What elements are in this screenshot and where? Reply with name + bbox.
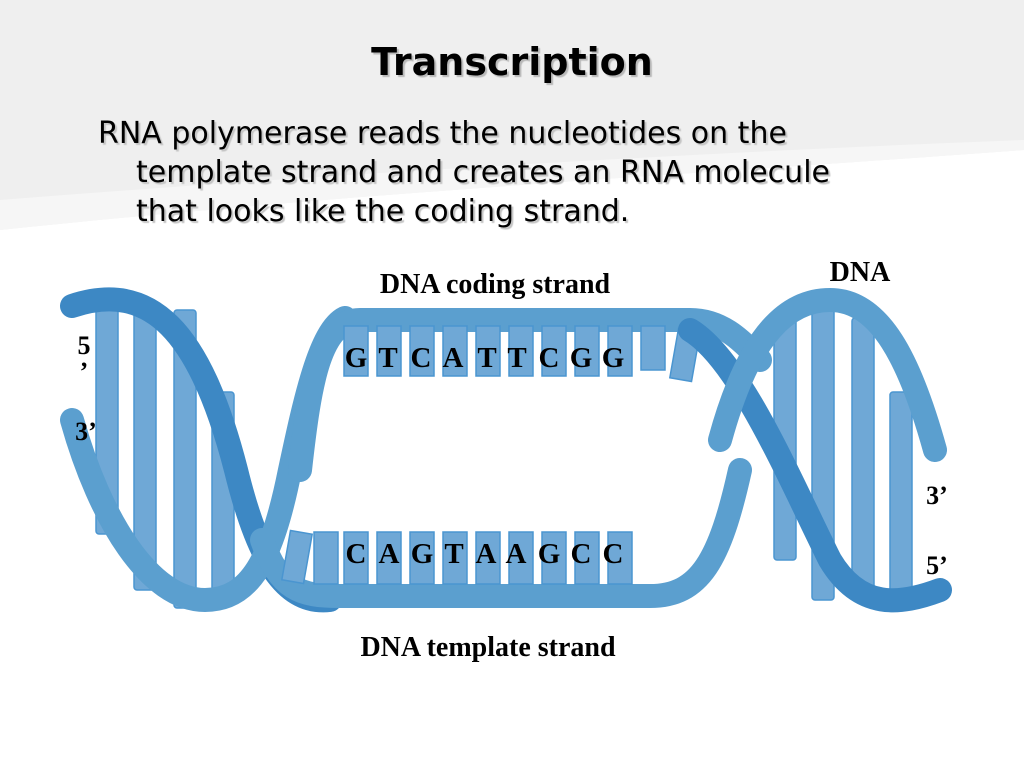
coding-base: T [477, 342, 496, 374]
template-base: A [476, 538, 497, 570]
template-bases-row: C A G T A A G C C [346, 538, 624, 570]
left-top-end-mark: ’ [80, 357, 89, 386]
coding-base: G [570, 342, 593, 374]
coding-base: G [602, 342, 625, 374]
left-bottom-end-label: 3’ [75, 417, 97, 446]
left-helix-rungs [95, 299, 235, 609]
slide-title: Transcription [371, 40, 653, 84]
coding-strand-bases [343, 325, 702, 383]
coding-base: C [411, 342, 432, 374]
template-base: A [379, 538, 400, 570]
slide-body: RNA polymerase reads the nucleotides on … [98, 114, 978, 231]
template-base: G [411, 538, 434, 570]
coding-strand-backbone [288, 308, 772, 482]
body-line-1: RNA polymerase reads the nucleotides on … [98, 116, 787, 151]
right-helix-front-strand [708, 287, 947, 462]
template-base: G [538, 538, 561, 570]
template-base: T [444, 538, 463, 570]
body-line-3: that looks like the coding strand. [136, 194, 630, 229]
template-strand-bases [280, 529, 633, 585]
coding-base: C [539, 342, 560, 374]
right-helix [678, 287, 952, 613]
body-line-2: template strand and creates an RNA molec… [136, 155, 830, 190]
template-base: C [346, 538, 367, 570]
right-bottom-end-label: 5’ [926, 551, 948, 580]
coding-strand-label: DNA coding strand [380, 269, 611, 300]
right-helix-back-strand [678, 318, 952, 613]
template-strand-label: DNA template strand [360, 632, 616, 663]
coding-base: A [443, 342, 464, 374]
right-top-end-label: 3’ [926, 481, 948, 510]
dna-label: DNA [830, 257, 891, 288]
coding-base: T [378, 342, 397, 374]
template-base: C [571, 538, 592, 570]
coding-base: T [507, 342, 526, 374]
left-top-end-label: 5 [78, 331, 91, 360]
coding-base: G [345, 342, 368, 374]
template-base: C [603, 538, 624, 570]
coding-bases-row: G T C A T T C G G [345, 342, 625, 374]
transcription-bubble [250, 308, 772, 608]
template-base: A [506, 538, 527, 570]
